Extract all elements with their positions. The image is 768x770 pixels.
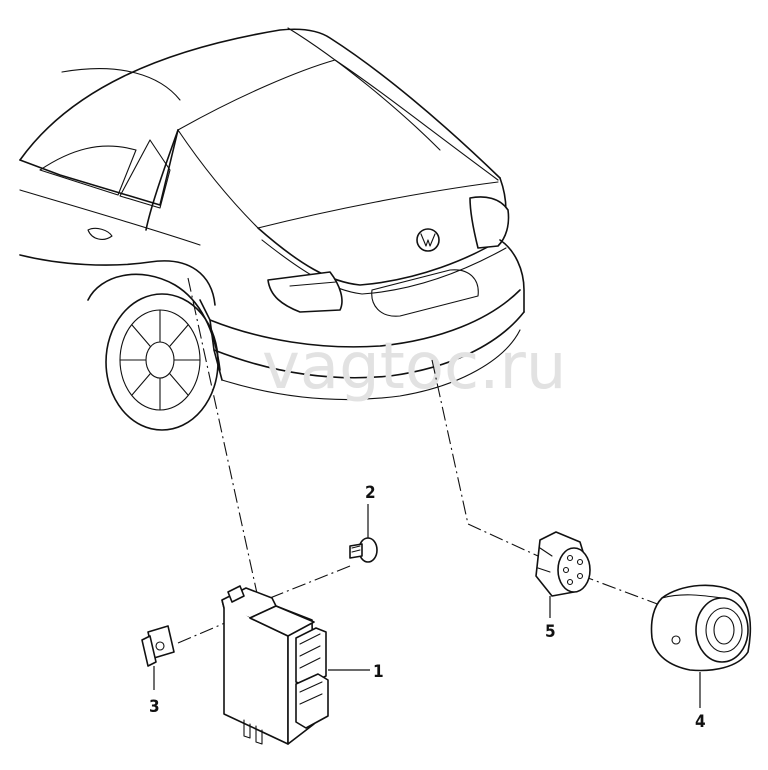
watermark-text: vagtoc.ru: [262, 330, 566, 404]
callout-3: 3: [149, 697, 160, 717]
rear-wheel: [105, 293, 219, 431]
part-1-control-unit[interactable]: [221, 585, 370, 745]
car-rear-view: [19, 27, 525, 431]
callout-5: 5: [545, 622, 556, 642]
part-3-clip-nut[interactable]: [141, 625, 175, 690]
part-4-sensor[interactable]: [650, 584, 752, 708]
callout-4: 4: [695, 712, 706, 732]
part-5-sensor-connector[interactable]: [535, 531, 591, 618]
part-2-screw[interactable]: [349, 504, 378, 563]
callout-1: 1: [373, 662, 384, 682]
callout-2: 2: [365, 483, 376, 503]
vw-badge: [416, 228, 440, 252]
